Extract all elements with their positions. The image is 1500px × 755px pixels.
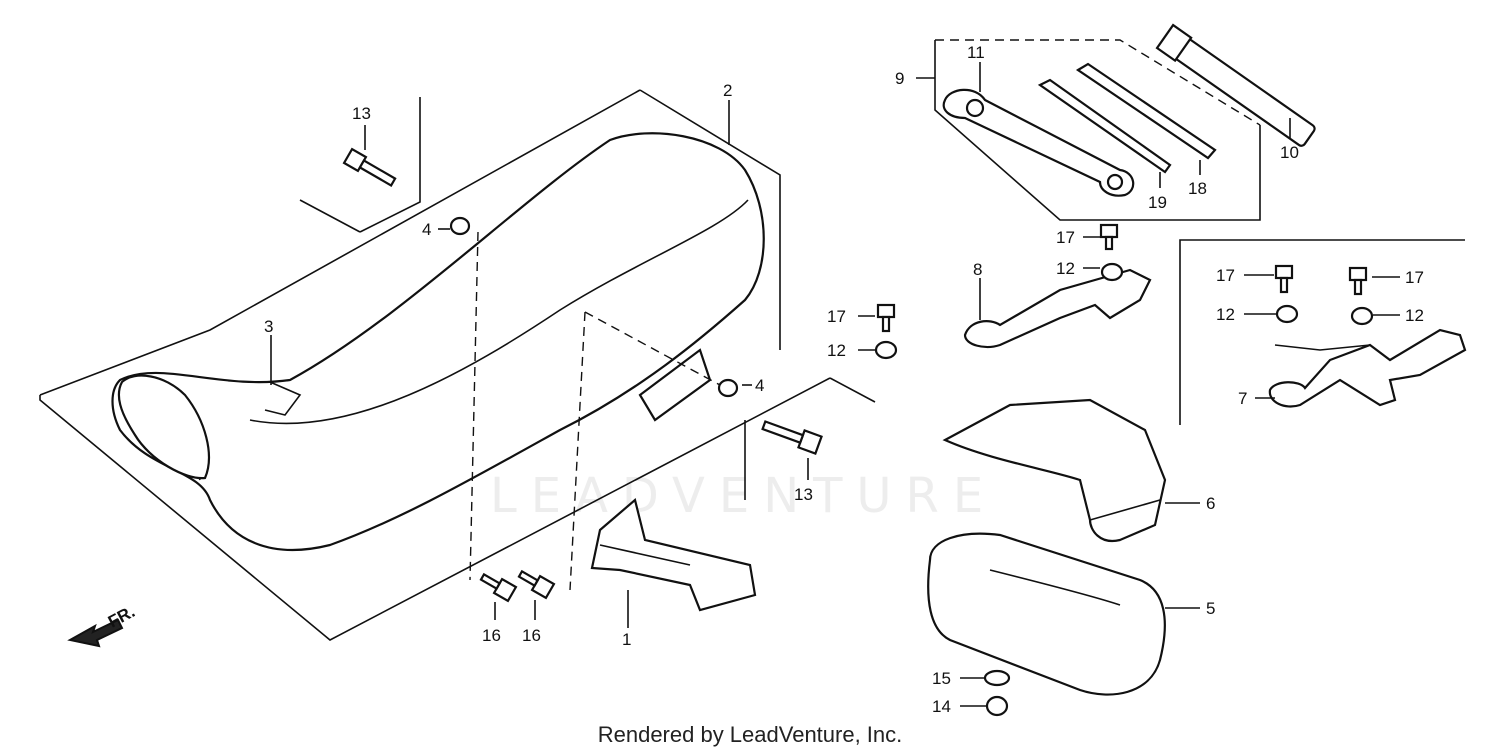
callout-15: 15 (932, 669, 951, 688)
callout-11: 11 (967, 43, 985, 62)
callout-12-d: 12 (1405, 306, 1424, 325)
callout-17-a: 17 (1056, 228, 1075, 247)
callout-4-top: 4 (422, 220, 431, 239)
callout-17-c: 17 (1216, 266, 1235, 285)
front-direction-arrow: FR. (67, 602, 138, 648)
callout-leaders (270, 62, 1400, 707)
callout-3: 3 (264, 317, 273, 336)
callout-10: 10 (1280, 143, 1299, 162)
stay-part-8 (963, 268, 1152, 349)
callout-6: 6 (1206, 494, 1215, 513)
fasteners-right (874, 223, 1374, 717)
seat-assembly (111, 132, 765, 552)
callout-16-left: 16 (482, 626, 501, 645)
callout-labels: 2 3 13 4 4 13 16 16 1 6 5 7 8 9 11 10 19… (264, 43, 1424, 716)
callout-12-c: 12 (1216, 305, 1235, 324)
fasteners-seat (342, 147, 823, 603)
callout-12-a: 12 (1056, 259, 1075, 278)
callout-8: 8 (973, 260, 982, 279)
toolkit-group (934, 23, 1316, 221)
callout-17-b: 17 (827, 307, 846, 326)
stay-group-7-outline (1179, 239, 1467, 425)
callout-4-right: 4 (755, 376, 764, 395)
seat-bracket-part-1 (590, 498, 757, 612)
callout-19: 19 (1148, 193, 1167, 212)
callout-5: 5 (1206, 599, 1215, 618)
callout-2: 2 (723, 81, 732, 100)
callout-13-top: 13 (352, 104, 371, 123)
callout-13-center: 13 (794, 485, 813, 504)
callout-16-right: 16 (522, 626, 541, 645)
callout-18: 18 (1188, 179, 1207, 198)
callout-7: 7 (1238, 389, 1247, 408)
callout-17-d: 17 (1405, 268, 1424, 287)
callout-12-b: 12 (827, 341, 846, 360)
callout-14: 14 (932, 697, 951, 716)
rendered-by-footer: Rendered by LeadVenture, Inc. (597, 722, 903, 747)
callout-1: 1 (622, 630, 631, 649)
watermark: LEADVENTURE (490, 468, 997, 524)
cover-part-6 (942, 398, 1167, 543)
seat-group-outline (39, 89, 876, 641)
callout-9: 9 (895, 69, 904, 88)
seat-dashed-leaders (469, 231, 721, 591)
pad-part-5 (927, 532, 1166, 696)
